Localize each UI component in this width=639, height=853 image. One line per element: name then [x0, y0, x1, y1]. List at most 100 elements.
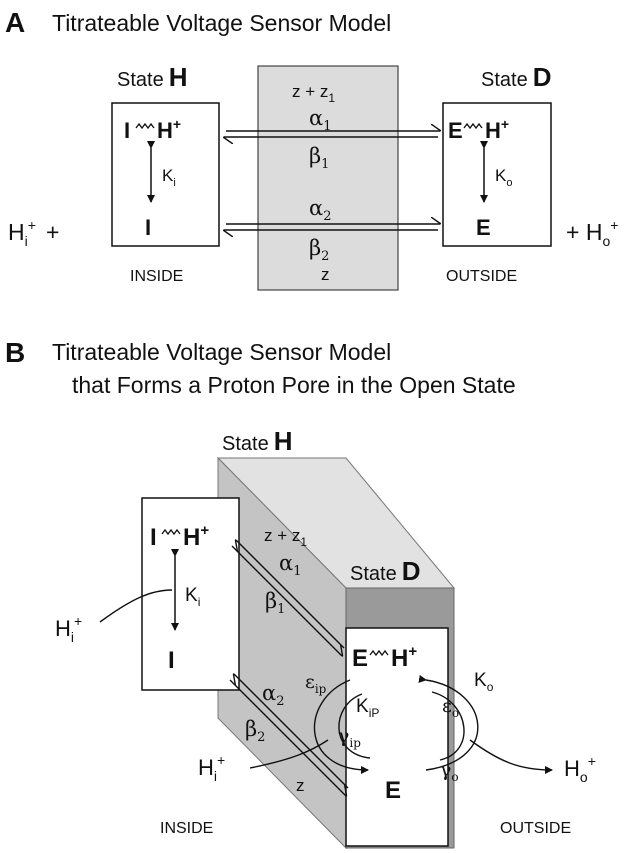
- hi-label-a: H: [8, 219, 25, 245]
- kip-sub-b: iP: [369, 706, 380, 720]
- svg-text:γip: γip: [338, 725, 361, 750]
- pore-outer-curve-b: [418, 674, 479, 771]
- ko-label-b: K: [474, 670, 487, 691]
- alpha2-sub-b: 2: [276, 694, 284, 709]
- hi-bottom-curve-b: [249, 739, 329, 769]
- ho-label-b: H: [564, 756, 580, 781]
- svg-text:z + z1: z + z1: [264, 526, 307, 549]
- hi-plus-a: +: [46, 219, 59, 245]
- gamma-o-label-b: γ: [440, 759, 451, 781]
- ho-sub-a: o: [602, 233, 610, 249]
- alpha2-label-a: α: [309, 196, 323, 220]
- svg-text:H+: H+: [391, 643, 417, 672]
- panel-b: B Titrateable Voltage Sensor Model that …: [5, 337, 596, 850]
- alpha1-label-a: α: [309, 106, 323, 130]
- membrane-a-top-label: z + z: [292, 82, 328, 101]
- svg-text:H+: H+: [157, 116, 181, 143]
- eh-e-a: E: [448, 118, 463, 143]
- beta1-sub-b: 1: [277, 602, 285, 617]
- state-d-box-a: [442, 102, 552, 247]
- svg-text:β1: β1: [265, 589, 285, 617]
- ki-sub-a: i: [173, 177, 175, 189]
- svg-text:Ko: Ko: [495, 166, 512, 189]
- svg-text:Ho+: Ho+: [564, 753, 596, 785]
- ko-sub-a: o: [506, 177, 512, 189]
- hi-left-sub-b: i: [71, 629, 74, 645]
- panel-a-letter: A: [5, 7, 25, 38]
- i-label-a: I: [145, 215, 151, 240]
- alpha2-label-b: α: [262, 681, 276, 705]
- pore-inner-curve-b: [313, 679, 369, 774]
- panel-b-letter: B: [5, 337, 25, 368]
- eh-bond-squiggle-a: [463, 122, 483, 130]
- alpha1-sub-a: 1: [323, 119, 331, 134]
- eps-o-label-b: ε: [442, 695, 452, 717]
- beta1-label-a: β: [309, 144, 321, 168]
- svg-text:z + z1: z + z1: [292, 82, 335, 105]
- ih-bond-squiggle-a: [135, 122, 155, 130]
- svg-text:Hi+: Hi+: [55, 613, 82, 645]
- membrane-a-bottom-label: z: [321, 265, 330, 284]
- eh-plus-b: +: [408, 643, 417, 660]
- svg-text:β1: β1: [309, 144, 329, 172]
- membrane-a: [257, 65, 399, 291]
- ho-sup-b: +: [588, 753, 596, 769]
- svg-text:α1: α1: [279, 551, 301, 579]
- ki-sub-b: i: [198, 595, 201, 609]
- hi-bottom-sub-b: i: [214, 768, 217, 784]
- alpha2-sub-a: 2: [323, 209, 331, 224]
- svg-text:β2: β2: [245, 717, 265, 745]
- ih-i-b: I: [150, 524, 157, 551]
- hi-bottom-sup-b: +: [217, 752, 225, 768]
- svg-text:Ki: Ki: [162, 166, 176, 189]
- panel-a-title: Titrateable Voltage Sensor Model: [52, 10, 391, 36]
- ih-plus-a: +: [173, 116, 181, 132]
- state-d-box-b: [345, 627, 449, 847]
- transition-arrows-bottom-a: [224, 224, 440, 230]
- outside-label-b: OUTSIDE: [500, 820, 571, 837]
- svg-text:β2: β2: [309, 236, 329, 264]
- eh-h-a: H: [485, 118, 501, 143]
- state-h-label-a: State: [117, 69, 164, 91]
- membrane-b-top-sub: 1: [300, 535, 307, 549]
- beta2-label-a: β: [309, 236, 321, 260]
- svg-text:Hi+: Hi+: [198, 752, 225, 784]
- panel-b-title-line1: Titrateable Voltage Sensor Model: [52, 339, 391, 365]
- membrane-a-top-sub: 1: [328, 91, 335, 105]
- beta2-sub-a: 2: [321, 249, 329, 264]
- beta2-label-b: β: [245, 717, 257, 741]
- state-h-letter-b: H: [274, 426, 293, 456]
- outside-label-a: OUTSIDE: [446, 268, 517, 285]
- state-d-letter-a: D: [533, 62, 552, 92]
- membrane-b-top-label: z + z: [264, 526, 300, 545]
- ko-sub-b: o: [487, 680, 494, 694]
- membrane-b-bottom-label: z: [296, 776, 305, 795]
- hi-left-label-b: H: [55, 616, 71, 641]
- gamma-o-sub-b: o: [451, 770, 458, 784]
- state-h-box-a: [111, 102, 220, 247]
- ih-plus-b: +: [200, 522, 209, 539]
- ih-bond-squiggle-b: [161, 528, 181, 536]
- ho-sup-a: +: [610, 217, 618, 233]
- inside-label-a: INSIDE: [130, 268, 183, 285]
- panel-b-title-line2: that Forms a Proton Pore in the Open Sta…: [72, 372, 516, 398]
- svg-text:α2: α2: [309, 196, 331, 224]
- ih-i-a: I: [124, 118, 130, 143]
- eh-h-b: H: [391, 645, 408, 672]
- eh-bond-squiggle-b: [369, 649, 389, 657]
- svg-text:Hi++: Hi++: [8, 217, 59, 249]
- e-label-b: E: [385, 777, 401, 804]
- svg-text:H+: H+: [485, 116, 509, 143]
- ho-sub-b: o: [580, 769, 588, 785]
- hi-sup-a: +: [28, 217, 36, 233]
- state-h-box-b: [141, 497, 240, 691]
- kip-label-b: K: [356, 696, 369, 717]
- eps-ip-sub-b: ip: [315, 682, 327, 696]
- alpha1-sub-b: 1: [293, 564, 301, 579]
- svg-text:εip: εip: [305, 671, 327, 696]
- hi-sub-a: i: [25, 233, 28, 249]
- pore-outer-curve2-b: [431, 691, 465, 761]
